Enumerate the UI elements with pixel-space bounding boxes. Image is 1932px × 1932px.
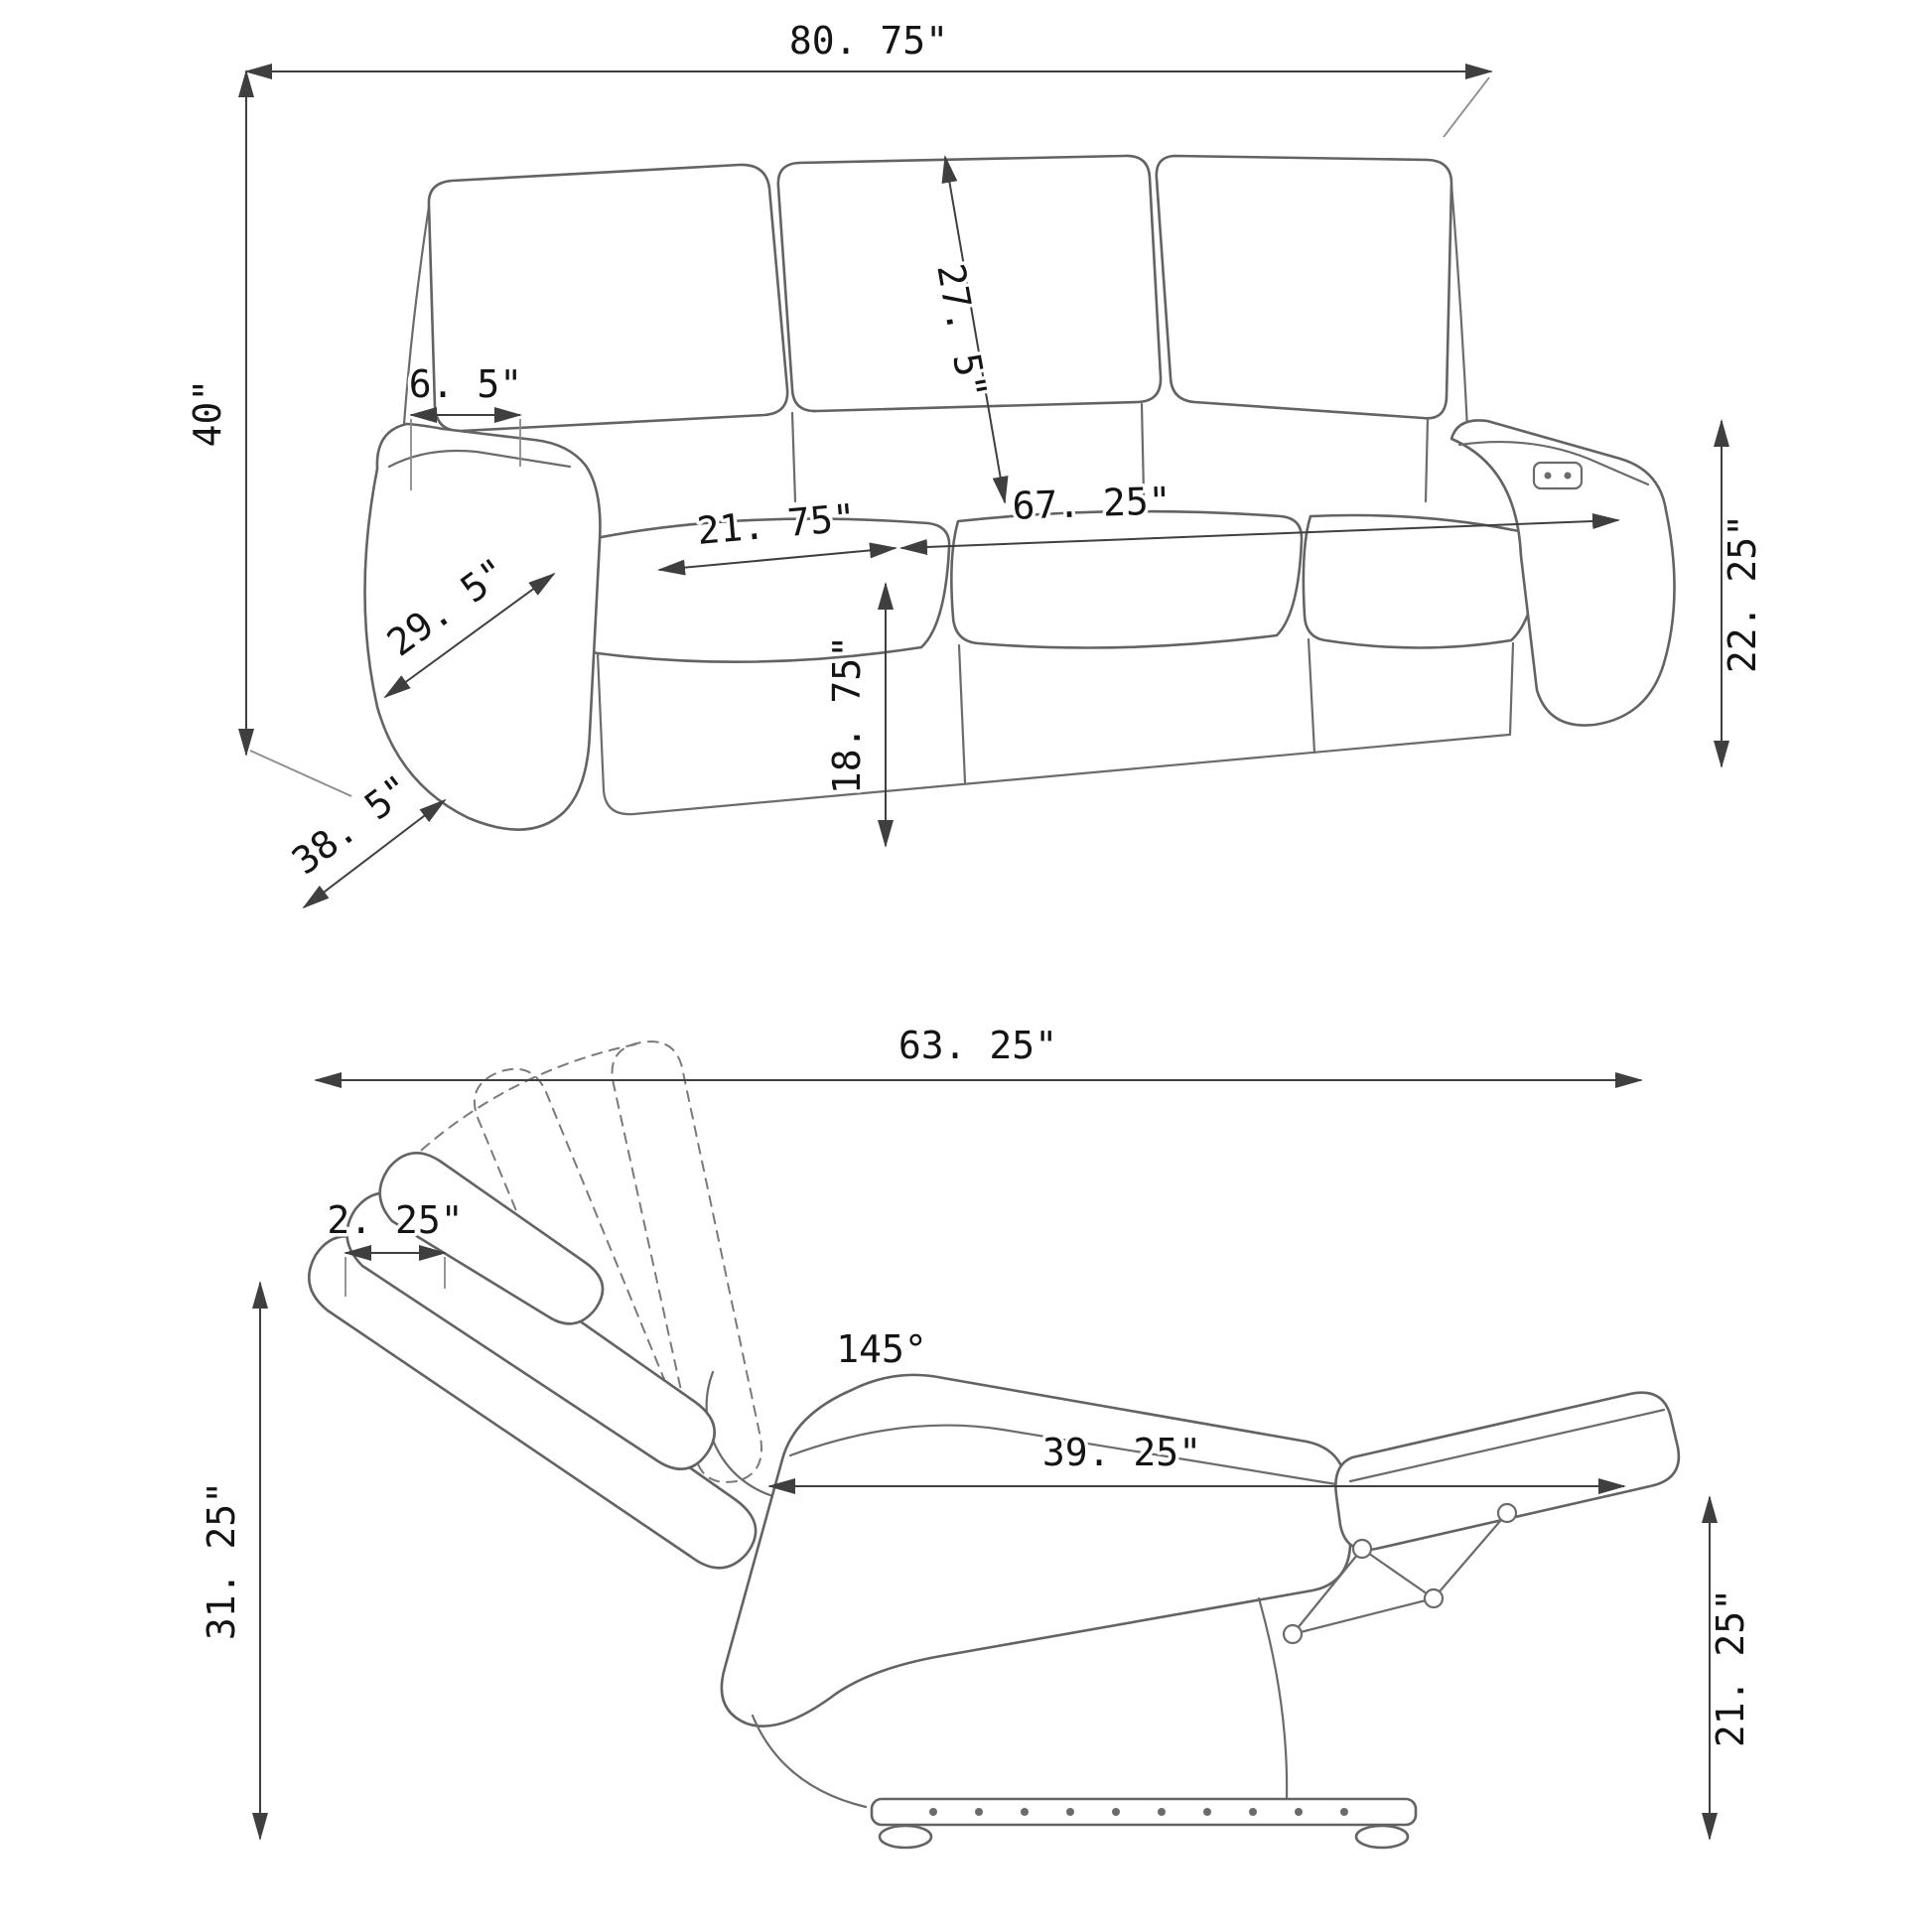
dim-overall-depth: 38. 5" (281, 762, 447, 909)
dim-arm-height-label: 22. 25" (1721, 514, 1764, 673)
back-seam-4 (1424, 417, 1430, 503)
base-rivets (929, 1808, 1348, 1816)
seat-top-line (788, 1424, 1344, 1487)
base-front-leg (751, 1714, 868, 1809)
dim-overall-width: 80. 75" (244, 16, 1493, 138)
dim-interior-seat-width: 67. 25" (899, 476, 1620, 555)
dim-back-height: 31. 25" (197, 1281, 268, 1841)
linkage-joint-4 (1496, 1502, 1518, 1524)
base-foot-left (878, 1824, 933, 1850)
ghost-backrest-upright (611, 1040, 762, 1483)
right-armrest-pad-line (1457, 441, 1650, 486)
linkage-joint-2 (1282, 1623, 1304, 1645)
base-foot-right (1354, 1824, 1410, 1850)
back-cushion-left (427, 163, 789, 433)
dim-reclined-seat-height-label: 21. 25" (1709, 1588, 1752, 1747)
dim-interior-seat-width-label: 67. 25" (1012, 479, 1173, 528)
sofa-back-right-edge (1449, 183, 1469, 431)
dim-wall-clearance-label: 2. 25" (327, 1198, 463, 1242)
power-panel-outline (1532, 461, 1584, 490)
dim-seat-height: 18. 75" (822, 582, 894, 848)
dim-footrest-reach: 39. 25" (767, 1428, 1626, 1494)
footrest-seam (1348, 1408, 1666, 1483)
base-rail (870, 1797, 1418, 1827)
dim-footrest-reach-label: 39. 25" (1042, 1431, 1201, 1474)
dim-overall-height: 40" (183, 69, 352, 797)
recliner-base (751, 1596, 1418, 1850)
recliner-drawing (308, 1040, 1681, 1850)
dim-arm-thickness-label: 6. 5" (409, 362, 522, 406)
dim-reclined-seat-height: 21. 25" (1702, 1495, 1756, 1841)
skirt-right-edge (1508, 641, 1515, 737)
dim-recline-angle-label: 145° (836, 1327, 927, 1371)
dim-overall-width-label: 80. 75" (789, 19, 948, 63)
skirt-seam-2 (1307, 637, 1316, 755)
dim-seat-height-label: 18. 75" (825, 635, 869, 794)
dim-arm-height: 22. 25" (1714, 419, 1768, 768)
seat-cushion-right (1302, 513, 1541, 649)
dim-reclined-length-label: 63. 25" (898, 1024, 1057, 1067)
linkage-joint-1 (1351, 1538, 1373, 1560)
back-cushion-right (1155, 154, 1453, 420)
recliner-body (720, 1373, 1352, 1727)
recliner-dimensions: 63. 25" 2. 25" 145° 39. 25" 31. 25" 21. … (197, 1021, 1756, 1841)
back-seam-3 (1140, 402, 1146, 496)
power-button-dot-1 (1544, 472, 1552, 480)
power-button-panel (1532, 461, 1584, 490)
right-armrest (1449, 419, 1676, 727)
headrest-pad (378, 1152, 605, 1325)
left-armrest-pad-line (387, 449, 572, 469)
dim-overall-height-label: 40" (186, 379, 229, 448)
back-seam-2 (790, 411, 797, 503)
linkage-joint-3 (1423, 1587, 1445, 1609)
power-button-dot-2 (1564, 472, 1572, 480)
footrest-linkage (1282, 1502, 1518, 1645)
seat-cushion-middle (950, 509, 1304, 649)
skirt-seam-1 (957, 643, 967, 784)
backrest-shell (308, 1235, 758, 1570)
dim-wall-clearance: 2. 25" (324, 1195, 467, 1297)
backrest-pillow (345, 1191, 716, 1470)
dim-overall-depth-label: 38. 5" (284, 766, 419, 884)
dim-arm-thickness: 6. 5" (405, 359, 526, 490)
sofa-back-left-edge (402, 205, 431, 426)
base-rear-leg (1257, 1596, 1289, 1801)
dim-recline-angle: 145° (833, 1324, 931, 1375)
skirt-left-edge (596, 651, 1511, 816)
dim-reclined-length: 63. 25" (314, 1021, 1643, 1088)
footrest (1334, 1391, 1681, 1552)
dim-back-height-label: 31. 25" (200, 1481, 243, 1640)
